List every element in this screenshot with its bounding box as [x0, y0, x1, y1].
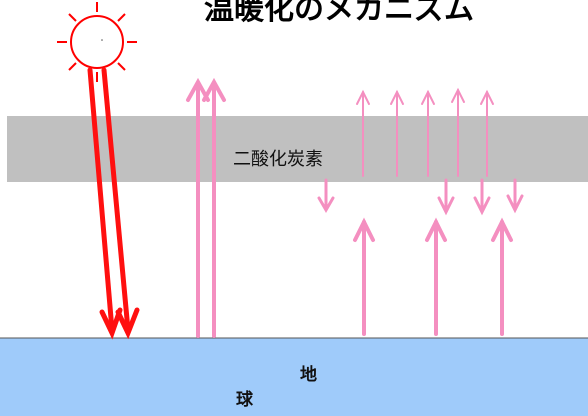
escaping-infrared — [356, 87, 494, 177]
outgoing-infrared — [186, 77, 226, 338]
back-radiation — [317, 178, 524, 216]
earth-label-line1: 地 — [300, 365, 317, 385]
co2-layer-label: 二酸化炭素 — [233, 149, 323, 170]
incoming-sunlight — [87, 67, 140, 340]
co2-layer — [7, 116, 588, 182]
earth-surface — [0, 338, 588, 416]
diagram-title: 温暖化のメカニズム — [204, 0, 474, 27]
sun-icon — [57, 2, 137, 82]
earth-label-line2: 球 — [236, 390, 253, 410]
surface-emission — [353, 217, 513, 336]
